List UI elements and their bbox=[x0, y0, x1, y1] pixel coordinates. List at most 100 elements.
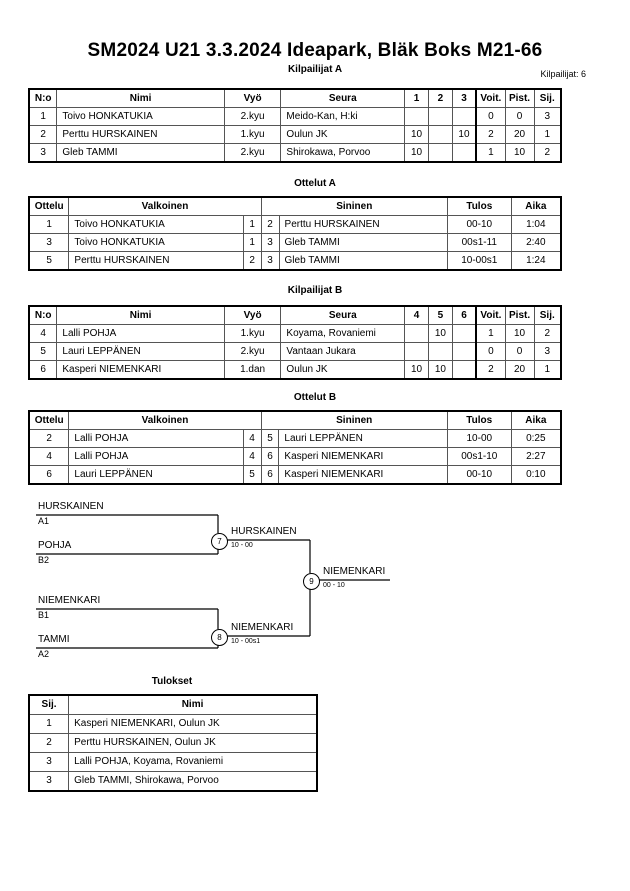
cell-rank: 1 bbox=[533, 360, 562, 380]
cell-wins: 1 bbox=[475, 324, 506, 343]
table-header-row: Sij. Nimi bbox=[28, 694, 318, 715]
cell-white: Perttu HURSKAINEN bbox=[68, 251, 244, 271]
cell-m3: 10 bbox=[451, 125, 477, 144]
cell-no: 1 bbox=[28, 107, 58, 126]
matches-a-caption: Ottelut A bbox=[294, 178, 336, 189]
bracket-semifinal-winner: NIEMENKARI bbox=[231, 622, 294, 633]
col-blue: Sininen bbox=[260, 410, 448, 430]
cell-blue-no: 6 bbox=[260, 447, 280, 466]
cell-wins: 2 bbox=[475, 360, 506, 380]
cell-belt: 2.kyu bbox=[223, 143, 282, 163]
cell-result: 10-00 bbox=[446, 429, 512, 448]
tournament-bracket: HURSKAINEN A1 POHJA B2 NIEMENKARI B1 TAM… bbox=[0, 492, 630, 672]
cell-blue-no: 3 bbox=[260, 251, 280, 271]
cell-match: 2 bbox=[28, 429, 70, 448]
cell-m4 bbox=[404, 324, 429, 343]
cell-result: 00s1-11 bbox=[446, 233, 512, 252]
col-time: Aika bbox=[510, 196, 562, 216]
bracket-entry-seed: B2 bbox=[38, 555, 50, 565]
col-name: Nimi bbox=[68, 694, 318, 715]
cell-club: Shirokawa, Porvoo bbox=[280, 143, 406, 163]
col-white: Valkoinen bbox=[68, 196, 262, 216]
cell-wins: 0 bbox=[475, 342, 506, 361]
col-club: Seura bbox=[280, 305, 406, 325]
cell-match: 5 bbox=[28, 251, 70, 271]
table-row: 2 Perttu HURSKAINEN, Oulun JK bbox=[28, 733, 318, 753]
cell-name: Lauri LEPPÄNEN bbox=[56, 342, 225, 361]
col-result: Tulos bbox=[446, 410, 512, 430]
cell-m3 bbox=[451, 107, 477, 126]
pool-a-caption: Kilpailijat A bbox=[287, 64, 343, 75]
cell-rank: 1 bbox=[28, 714, 70, 734]
cell-m6 bbox=[451, 342, 477, 361]
bracket-match-node-8[interactable]: 8 bbox=[211, 629, 228, 646]
col-points: Pist. bbox=[504, 88, 535, 108]
cell-white: Lalli POHJA bbox=[68, 429, 244, 448]
cell-m5: 10 bbox=[428, 324, 453, 343]
cell-m2 bbox=[427, 125, 453, 144]
bracket-semifinal-winner: HURSKAINEN bbox=[231, 526, 297, 537]
col-m2: 2 bbox=[427, 88, 453, 108]
cell-wins: 0 bbox=[475, 107, 506, 126]
cell-rank: 2 bbox=[28, 733, 70, 753]
matches-a-table: Ottelu Valkoinen Sininen Tulos Aika 1 To… bbox=[28, 196, 562, 271]
cell-white-no: 5 bbox=[242, 465, 262, 485]
table-row: 1 Toivo HONKATUKIA 1 2 Perttu HURSKAINEN… bbox=[28, 215, 562, 234]
col-match: Ottelu bbox=[28, 410, 70, 430]
col-result: Tulos bbox=[446, 196, 512, 216]
bracket-entry-seed: B1 bbox=[38, 610, 50, 620]
table-row: 6 Lauri LEPPÄNEN 5 6 Kasperi NIEMENKARI … bbox=[28, 465, 562, 485]
bracket-semifinal-score: 10 - 00s1 bbox=[231, 638, 261, 645]
cell-rank: 2 bbox=[533, 324, 562, 343]
col-rank: Sij. bbox=[533, 88, 562, 108]
table-row: 1 Toivo HONKATUKIA 2.kyu Meido-Kan, H:ki… bbox=[28, 107, 562, 126]
cell-name: Gleb TAMMI, Shirokawa, Porvoo bbox=[68, 771, 318, 792]
col-name: Nimi bbox=[56, 88, 225, 108]
cell-result: 00-10 bbox=[446, 215, 512, 234]
cell-wins: 2 bbox=[475, 125, 506, 144]
bracket-match-node-9[interactable]: 9 bbox=[303, 573, 320, 590]
cell-rank: 3 bbox=[533, 342, 562, 361]
cell-white: Lauri LEPPÄNEN bbox=[68, 465, 244, 485]
cell-blue: Kasperi NIEMENKARI bbox=[278, 465, 448, 485]
bracket-match-node-7[interactable]: 7 bbox=[211, 533, 228, 550]
cell-no: 2 bbox=[28, 125, 58, 144]
cell-wins: 1 bbox=[475, 143, 506, 163]
cell-rank: 3 bbox=[533, 107, 562, 126]
cell-blue: Lauri LEPPÄNEN bbox=[278, 429, 448, 448]
cell-rank: 3 bbox=[28, 771, 70, 792]
cell-belt: 2.kyu bbox=[223, 107, 282, 126]
cell-blue-no: 6 bbox=[260, 465, 280, 485]
table-header-row: N:o Nimi Vyö Seura 1 2 3 Voit. Pist. Sij… bbox=[28, 88, 562, 108]
cell-no: 6 bbox=[28, 360, 58, 380]
cell-white-no: 1 bbox=[242, 233, 262, 252]
cell-no: 5 bbox=[28, 342, 58, 361]
cell-points: 20 bbox=[504, 360, 535, 380]
cell-blue-no: 2 bbox=[260, 215, 280, 234]
cell-result: 00s1-10 bbox=[446, 447, 512, 466]
cell-rank: 1 bbox=[533, 125, 562, 144]
cell-m2 bbox=[427, 143, 453, 163]
col-white: Valkoinen bbox=[68, 410, 262, 430]
cell-name: Lalli POHJA, Koyama, Rovaniemi bbox=[68, 752, 318, 772]
cell-m4: 10 bbox=[404, 360, 429, 380]
cell-white-no: 4 bbox=[242, 429, 262, 448]
cell-blue-no: 5 bbox=[260, 429, 280, 448]
cell-m2 bbox=[427, 107, 453, 126]
cell-blue: Gleb TAMMI bbox=[278, 233, 448, 252]
col-no: N:o bbox=[28, 305, 58, 325]
cell-m6 bbox=[451, 360, 477, 380]
cell-belt: 1.dan bbox=[223, 360, 282, 380]
col-club: Seura bbox=[280, 88, 406, 108]
cell-match: 3 bbox=[28, 233, 70, 252]
table-row: 3 Toivo HONKATUKIA 1 3 Gleb TAMMI 00s1-1… bbox=[28, 233, 562, 252]
bracket-semifinal-score: 10 - 00 bbox=[231, 542, 253, 549]
cell-no: 3 bbox=[28, 143, 58, 163]
col-m1: 1 bbox=[404, 88, 429, 108]
cell-m1 bbox=[404, 107, 429, 126]
cell-time: 1:04 bbox=[510, 215, 562, 234]
cell-blue: Perttu HURSKAINEN bbox=[278, 215, 448, 234]
cell-rank: 3 bbox=[28, 752, 70, 772]
table-header-row: N:o Nimi Vyö Seura 4 5 6 Voit. Pist. Sij… bbox=[28, 305, 562, 325]
bracket-entry-name: NIEMENKARI bbox=[38, 595, 101, 606]
